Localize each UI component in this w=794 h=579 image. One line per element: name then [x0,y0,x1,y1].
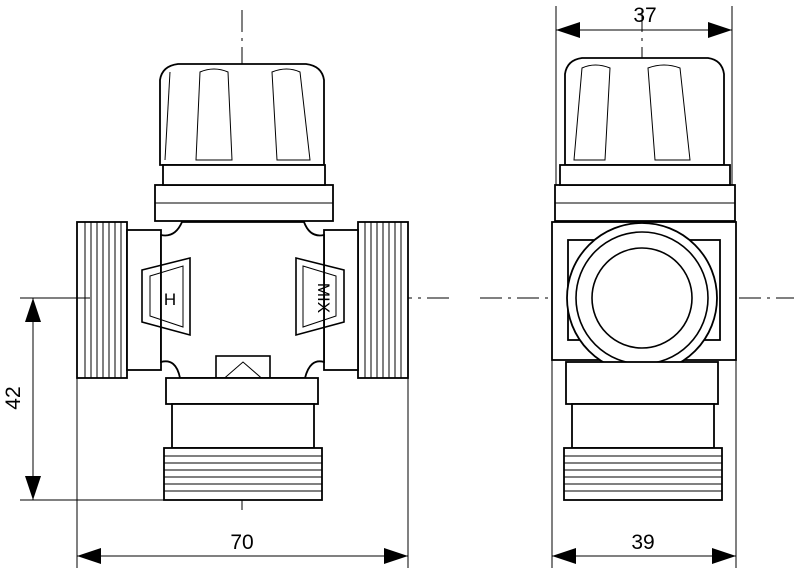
side-view: 37 39 [480,4,794,568]
side-body [551,221,737,374]
side-top-width-value: 37 [633,4,656,27]
mix-marker: MIX [295,256,345,337]
width-value: 70 [230,531,253,554]
valve-body [160,221,325,379]
side-top-width-dimension: 37 [555,4,733,185]
hot-marker: H [141,256,191,337]
mix-label: MIX [314,283,333,313]
side-bottom-width-dimension: 39 [551,360,737,568]
adjustment-knob [154,63,334,222]
cold-inlet-port [163,377,323,501]
side-bottom-port [563,361,723,501]
side-bottom-width-value: 39 [631,531,654,554]
width-dimension: 70 [76,378,409,568]
height-dimension: 42 [2,297,270,501]
height-value: 42 [2,386,25,409]
side-adjustment-knob [554,57,736,222]
front-view: H MIX C [2,10,455,568]
hot-label: H [164,290,176,309]
mix-outlet-port [323,221,409,379]
hot-inlet-port [76,221,162,379]
